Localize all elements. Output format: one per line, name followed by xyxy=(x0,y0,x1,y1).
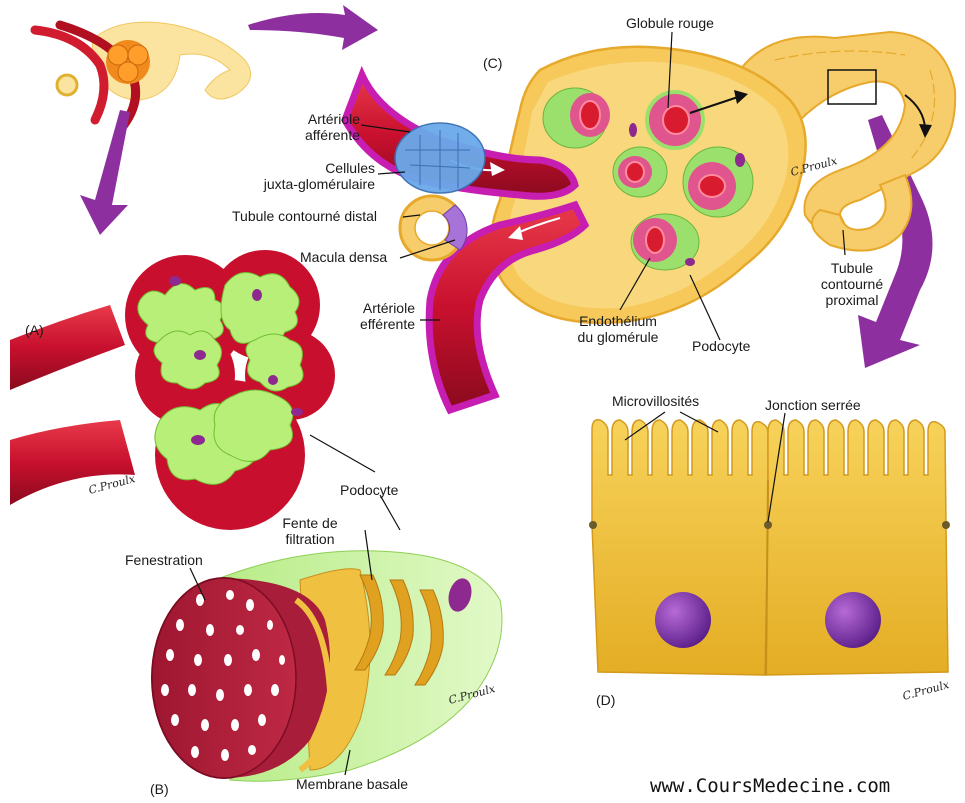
zoom-arrow-to-c xyxy=(248,5,378,50)
label-podocyte-c: Podocyte xyxy=(692,338,750,354)
label-cellules-juxta-line1: Cellules xyxy=(235,160,375,176)
label-arteriole-efferente-line1: Artériole xyxy=(335,300,415,316)
label-tubule-proximal: Tubule contourné proximal xyxy=(812,260,892,308)
label-cellules-juxta: Cellules juxta-glomérulaire xyxy=(235,160,375,192)
label-macula-densa: Macula densa xyxy=(300,249,387,265)
panel-a-glomerulus xyxy=(10,250,375,530)
nephron-thumbnail xyxy=(35,22,251,130)
label-fente-filtration: Fente de filtration xyxy=(265,515,355,547)
label-globule-rouge: Globule rouge xyxy=(626,15,714,31)
label-podocyte-b: Podocyte xyxy=(340,482,398,498)
label-microvillosites: Microvillosités xyxy=(612,393,699,409)
label-tubule-proximal-line1: Tubule xyxy=(812,260,892,276)
label-panel-a: (A) xyxy=(25,322,44,338)
label-endothelium-line2: du glomérule xyxy=(563,329,673,345)
label-tubule-proximal-line2: contourné xyxy=(812,276,892,292)
label-tubule-proximal-line3: proximal xyxy=(812,292,892,308)
label-arteriole-efferente-line2: efférente xyxy=(335,316,415,332)
label-cellules-juxta-line2: juxta-glomérulaire xyxy=(235,176,375,192)
label-fente-line2: filtration xyxy=(265,531,355,547)
label-jonction-serree: Jonction serrée xyxy=(765,397,861,413)
label-panel-d: (D) xyxy=(596,692,615,708)
label-endothelium: Endothélium du glomérule xyxy=(563,313,673,345)
label-membrane-basale: Membrane basale xyxy=(296,776,408,792)
website-watermark: www.CoursMedecine.com xyxy=(650,778,890,794)
label-arteriole-efferente: Artériole efférente xyxy=(335,300,415,332)
label-arteriole-afferente-line1: Artériole xyxy=(280,111,360,127)
zoom-arrow-to-a xyxy=(80,110,130,235)
label-panel-c: (C) xyxy=(483,55,502,71)
label-arteriole-afferente-line2: afférente xyxy=(280,127,360,143)
label-tubule-distal: Tubule contourné distal xyxy=(232,208,377,224)
panel-d-cells xyxy=(589,412,950,675)
label-fenestration: Fenestration xyxy=(125,552,203,568)
label-arteriole-afferente: Artériole afférente xyxy=(280,111,360,143)
nucleus-right xyxy=(825,592,881,648)
nucleus-left xyxy=(655,592,711,648)
label-panel-b: (B) xyxy=(150,781,169,797)
label-fente-line1: Fente de xyxy=(265,515,355,531)
label-endothelium-line1: Endothélium xyxy=(563,313,673,329)
